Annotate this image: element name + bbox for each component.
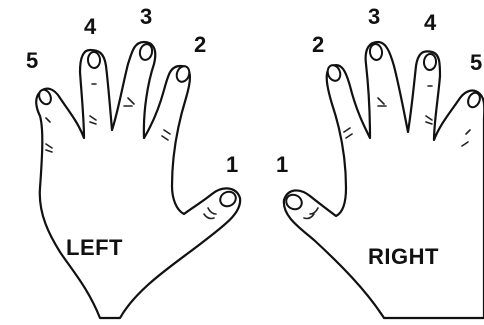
right-ring-nail (423, 54, 436, 71)
right-finger-4-number: 4 (424, 10, 437, 35)
left-finger-4-number: 4 (84, 14, 97, 39)
right-finger-3-number: 3 (368, 4, 380, 29)
right-finger-5-number: 5 (470, 50, 482, 75)
left-finger-1-number: 1 (226, 152, 238, 177)
left-ring-nail (88, 52, 101, 68)
left-finger-5-number: 5 (26, 48, 38, 73)
right-hand-outline (284, 42, 484, 318)
right-finger-2-number: 2 (312, 32, 324, 57)
left-hand-label: LEFT (66, 235, 123, 260)
right-finger-1-number: 1 (276, 152, 288, 177)
left-hand-outline (36, 42, 240, 318)
right-hand: 1 2 3 4 5 RIGHT (276, 4, 484, 318)
left-finger-3-number: 3 (140, 4, 152, 29)
right-hand-label: RIGHT (368, 244, 439, 269)
left-hand: 1 2 3 4 5 LEFT (26, 4, 240, 318)
left-finger-2-number: 2 (194, 32, 206, 57)
